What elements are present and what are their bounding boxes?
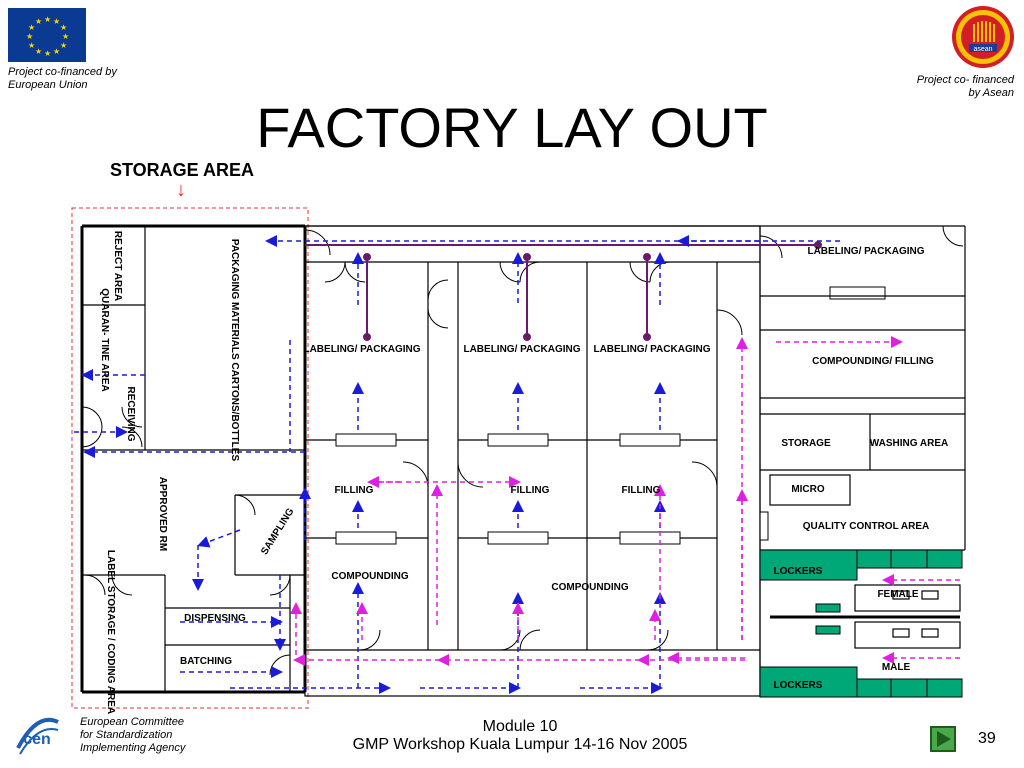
eu-cofinance-note: Project co-financed by European Union (8, 66, 117, 92)
compounding-2-label: COMPOUNDING (551, 582, 628, 593)
approved-rm-label: APPROVED RM (157, 477, 168, 551)
eu-flag-logo: ★★★ ★★★ ★★★ ★★★ (8, 8, 86, 62)
return-flow-arrows (290, 336, 960, 666)
equipment (335, 286, 886, 545)
reject-area-label: REJECT AREA (112, 231, 123, 301)
packaging-materials-label: PACKAGING MATERIALS CARTONS/BOTTLES (229, 239, 240, 462)
svg-text:★: ★ (26, 32, 33, 41)
cen-note-line1: European Committee (80, 716, 184, 728)
svg-text:★: ★ (28, 23, 35, 32)
right-room-doors (759, 225, 964, 259)
cen-logo: cen (14, 708, 60, 760)
svg-text:★: ★ (62, 32, 69, 41)
batching-label: BATCHING (180, 656, 232, 667)
svg-text:★: ★ (53, 47, 60, 56)
female-label: FEMALE (877, 589, 918, 600)
storage-area-title: STORAGE AREA (110, 160, 255, 180)
asean-logo-text: asean (973, 46, 992, 53)
conveyor-line (305, 241, 822, 341)
storage-room-label: STORAGE (781, 438, 831, 449)
svg-text:★: ★ (53, 17, 60, 26)
module-label: Module 10 (482, 718, 558, 735)
lockers (759, 549, 963, 698)
eu-stars-icon: ★★★ ★★★ ★★★ ★★★ (26, 15, 69, 58)
cen-note: European Committee for Standardization I… (80, 716, 185, 755)
right-rooms (759, 226, 965, 696)
down-arrow-icon: ↓ (176, 179, 186, 201)
svg-text:★: ★ (28, 41, 35, 50)
cen-logo-text: cen (23, 731, 51, 748)
storage-area-outline (71, 207, 309, 709)
label-storage-label: LABEL STORAGE / CODING AREA (105, 550, 116, 714)
asean-note-line2: by Asean (968, 87, 1014, 99)
male-label: MALE (882, 662, 911, 673)
cen-note-line3: Implementing Agency (80, 742, 186, 754)
washing-area-label: WASHING AREA (870, 438, 949, 449)
compounding-filling-label: COMPOUNDING/ FILLING (812, 356, 934, 367)
lockers-top-label: LOCKERS (774, 566, 823, 577)
svg-text:★: ★ (60, 41, 67, 50)
labeling-packaging-3-label: LABELING/ PACKAGING (593, 344, 710, 355)
next-slide-button[interactable] (930, 726, 956, 752)
cen-logo-icon: cen (14, 708, 60, 760)
asean-emblem-icon: asean (956, 10, 1010, 64)
eu-note-line2: European Union (8, 79, 88, 91)
svg-text:★: ★ (44, 49, 51, 58)
page-number: 39 (978, 730, 996, 747)
production-doors (324, 261, 743, 651)
lockers-bottom-label: LOCKERS (774, 680, 823, 691)
asean-cofinance-note: Project co- financed by Asean (917, 74, 1014, 100)
quarantine-area-label: QUARAN- TINE AREA (99, 288, 110, 392)
svg-text:★: ★ (44, 15, 51, 24)
dispensing-label: DISPENSING (184, 613, 246, 624)
labeling-packaging-1-label: LABELING/ PACKAGING (303, 344, 420, 355)
eu-note-line1: Project co-financed by (8, 66, 117, 78)
micro-label: MICRO (791, 484, 825, 495)
labeling-packaging-2-label: LABELING/ PACKAGING (463, 344, 580, 355)
asean-logo: asean (952, 6, 1014, 68)
svg-text:★: ★ (35, 17, 42, 26)
cen-note-line2: for Standardization (80, 729, 173, 741)
room-labels: REJECT AREA QUARAN- TINE AREA RECEIVING … (99, 231, 948, 714)
page-title: FACTORY LAY OUT (256, 96, 768, 159)
svg-text:★: ★ (35, 47, 42, 56)
svg-text:★: ★ (60, 23, 67, 32)
filling-3-label: FILLING (622, 485, 661, 496)
footer-caption: Module 10 GMP Workshop Kuala Lumpur 14-1… (300, 718, 740, 754)
filling-2-label: FILLING (511, 485, 550, 496)
filling-1-label: FILLING (335, 485, 374, 496)
quality-control-area-label: QUALITY CONTROL AREA (803, 521, 929, 532)
sampling-label: SAMPLING (259, 506, 296, 557)
asean-note-line1: Project co- financed (916, 74, 1014, 86)
workshop-label: GMP Workshop Kuala Lumpur 14-16 Nov 2005 (352, 736, 688, 753)
labeling-packaging-right-label: LABELING/ PACKAGING (807, 246, 924, 257)
play-icon (937, 731, 951, 747)
receiving-label: RECEIVING (125, 386, 136, 441)
compounding-1-label: COMPOUNDING (331, 571, 408, 582)
